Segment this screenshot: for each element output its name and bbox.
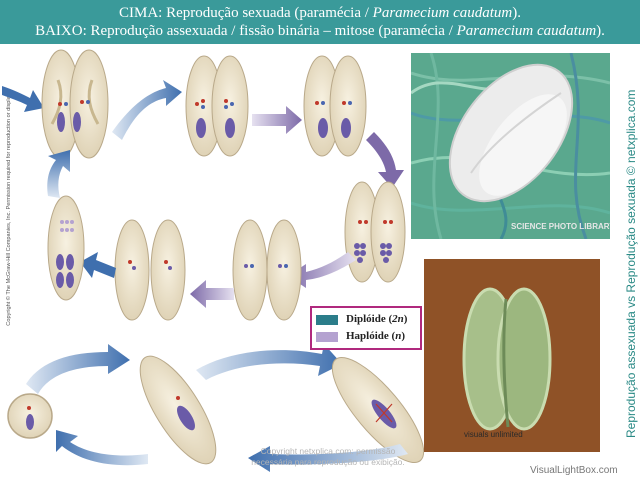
watermark-line-2: necessária para reprodução ou exibição. xyxy=(251,457,405,467)
micrograph-binary-fission: visuals unlimited xyxy=(424,259,600,452)
arrow-pair3-to-pair4 xyxy=(366,132,404,188)
arrow-elongated-to-dividing xyxy=(196,344,342,380)
arrow-pair4-to-pair5 xyxy=(288,252,356,288)
title-line-bottom-end: ). xyxy=(596,23,605,39)
arrow-daughters-to-round xyxy=(56,430,148,466)
conjugating-pair-2 xyxy=(185,55,249,157)
legend-swatch-haploid xyxy=(316,332,338,342)
micrograph-credit-visuals: visuals unlimited xyxy=(464,430,523,439)
legend-item-haploid: Haplóide (n) xyxy=(316,330,418,344)
legend-box: Diplóide (2n) Haplóide (n) xyxy=(310,306,422,350)
arrow-cells5-to-cells6 xyxy=(190,280,234,308)
arrow-cells6-to-cell7 xyxy=(80,252,116,278)
legend-swatch-diploid xyxy=(316,315,338,325)
title-line-top: CIMA: Reprodução sexuada (paramécia / Pa… xyxy=(0,4,640,22)
arrow-round-to-elongated xyxy=(26,344,130,394)
dividing-cell-round xyxy=(7,393,53,439)
arrow-entry xyxy=(2,86,44,112)
arrow-cell7-to-pair1 xyxy=(47,150,70,198)
arrow-pair2-to-pair3 xyxy=(252,106,302,134)
separating-cells-6 xyxy=(114,219,186,321)
conjugating-pair-3 xyxy=(303,55,367,157)
legend-label-haploid: Haplóide (n) xyxy=(346,330,405,342)
title-line-top-text: CIMA: Reprodução sexuada (paramécia / xyxy=(119,5,373,21)
elongating-cell xyxy=(139,355,217,465)
watermark-line-1: Copyright netxplica.com: permissão xyxy=(260,446,396,456)
micrograph-conjugating-pair: SCIENCE PHOTO LIBRARY xyxy=(411,53,610,239)
side-caption: Reprodução assexuada vs Reprodução sexua… xyxy=(624,89,638,438)
title-banner: CIMA: Reprodução sexuada (paramécia / Pa… xyxy=(0,0,640,44)
micrograph-credit-spl: SCIENCE PHOTO LIBRARY xyxy=(511,222,610,231)
conjugating-pair-1 xyxy=(41,49,109,159)
arrow-pair1-to-pair2 xyxy=(112,80,182,140)
dividing-cell-fission xyxy=(331,357,425,463)
title-line-bottom-species: Paramecium caudatum xyxy=(456,23,597,39)
title-line-bottom: BAIXO: Reprodução assexuada / fissão bin… xyxy=(0,22,640,40)
legend-item-diploid: Diplóide (2n) xyxy=(316,313,418,327)
site-badge: VisualLightBox.com xyxy=(530,465,618,476)
separating-cells-5 xyxy=(232,219,302,321)
conjugating-pair-4 xyxy=(344,181,406,283)
exconjugant-cell-7 xyxy=(47,195,85,301)
title-line-top-end: ). xyxy=(512,5,521,21)
title-line-top-species: Paramecium caudatum xyxy=(372,5,513,21)
arrow-dividing-to-daughters xyxy=(248,444,408,472)
title-line-bottom-text: BAIXO: Reprodução assexuada / fissão bin… xyxy=(35,23,457,39)
copyright-watermark: Copyright netxplica.com: permissão neces… xyxy=(228,446,428,468)
legend-label-diploid: Diplóide (2n) xyxy=(346,313,408,325)
